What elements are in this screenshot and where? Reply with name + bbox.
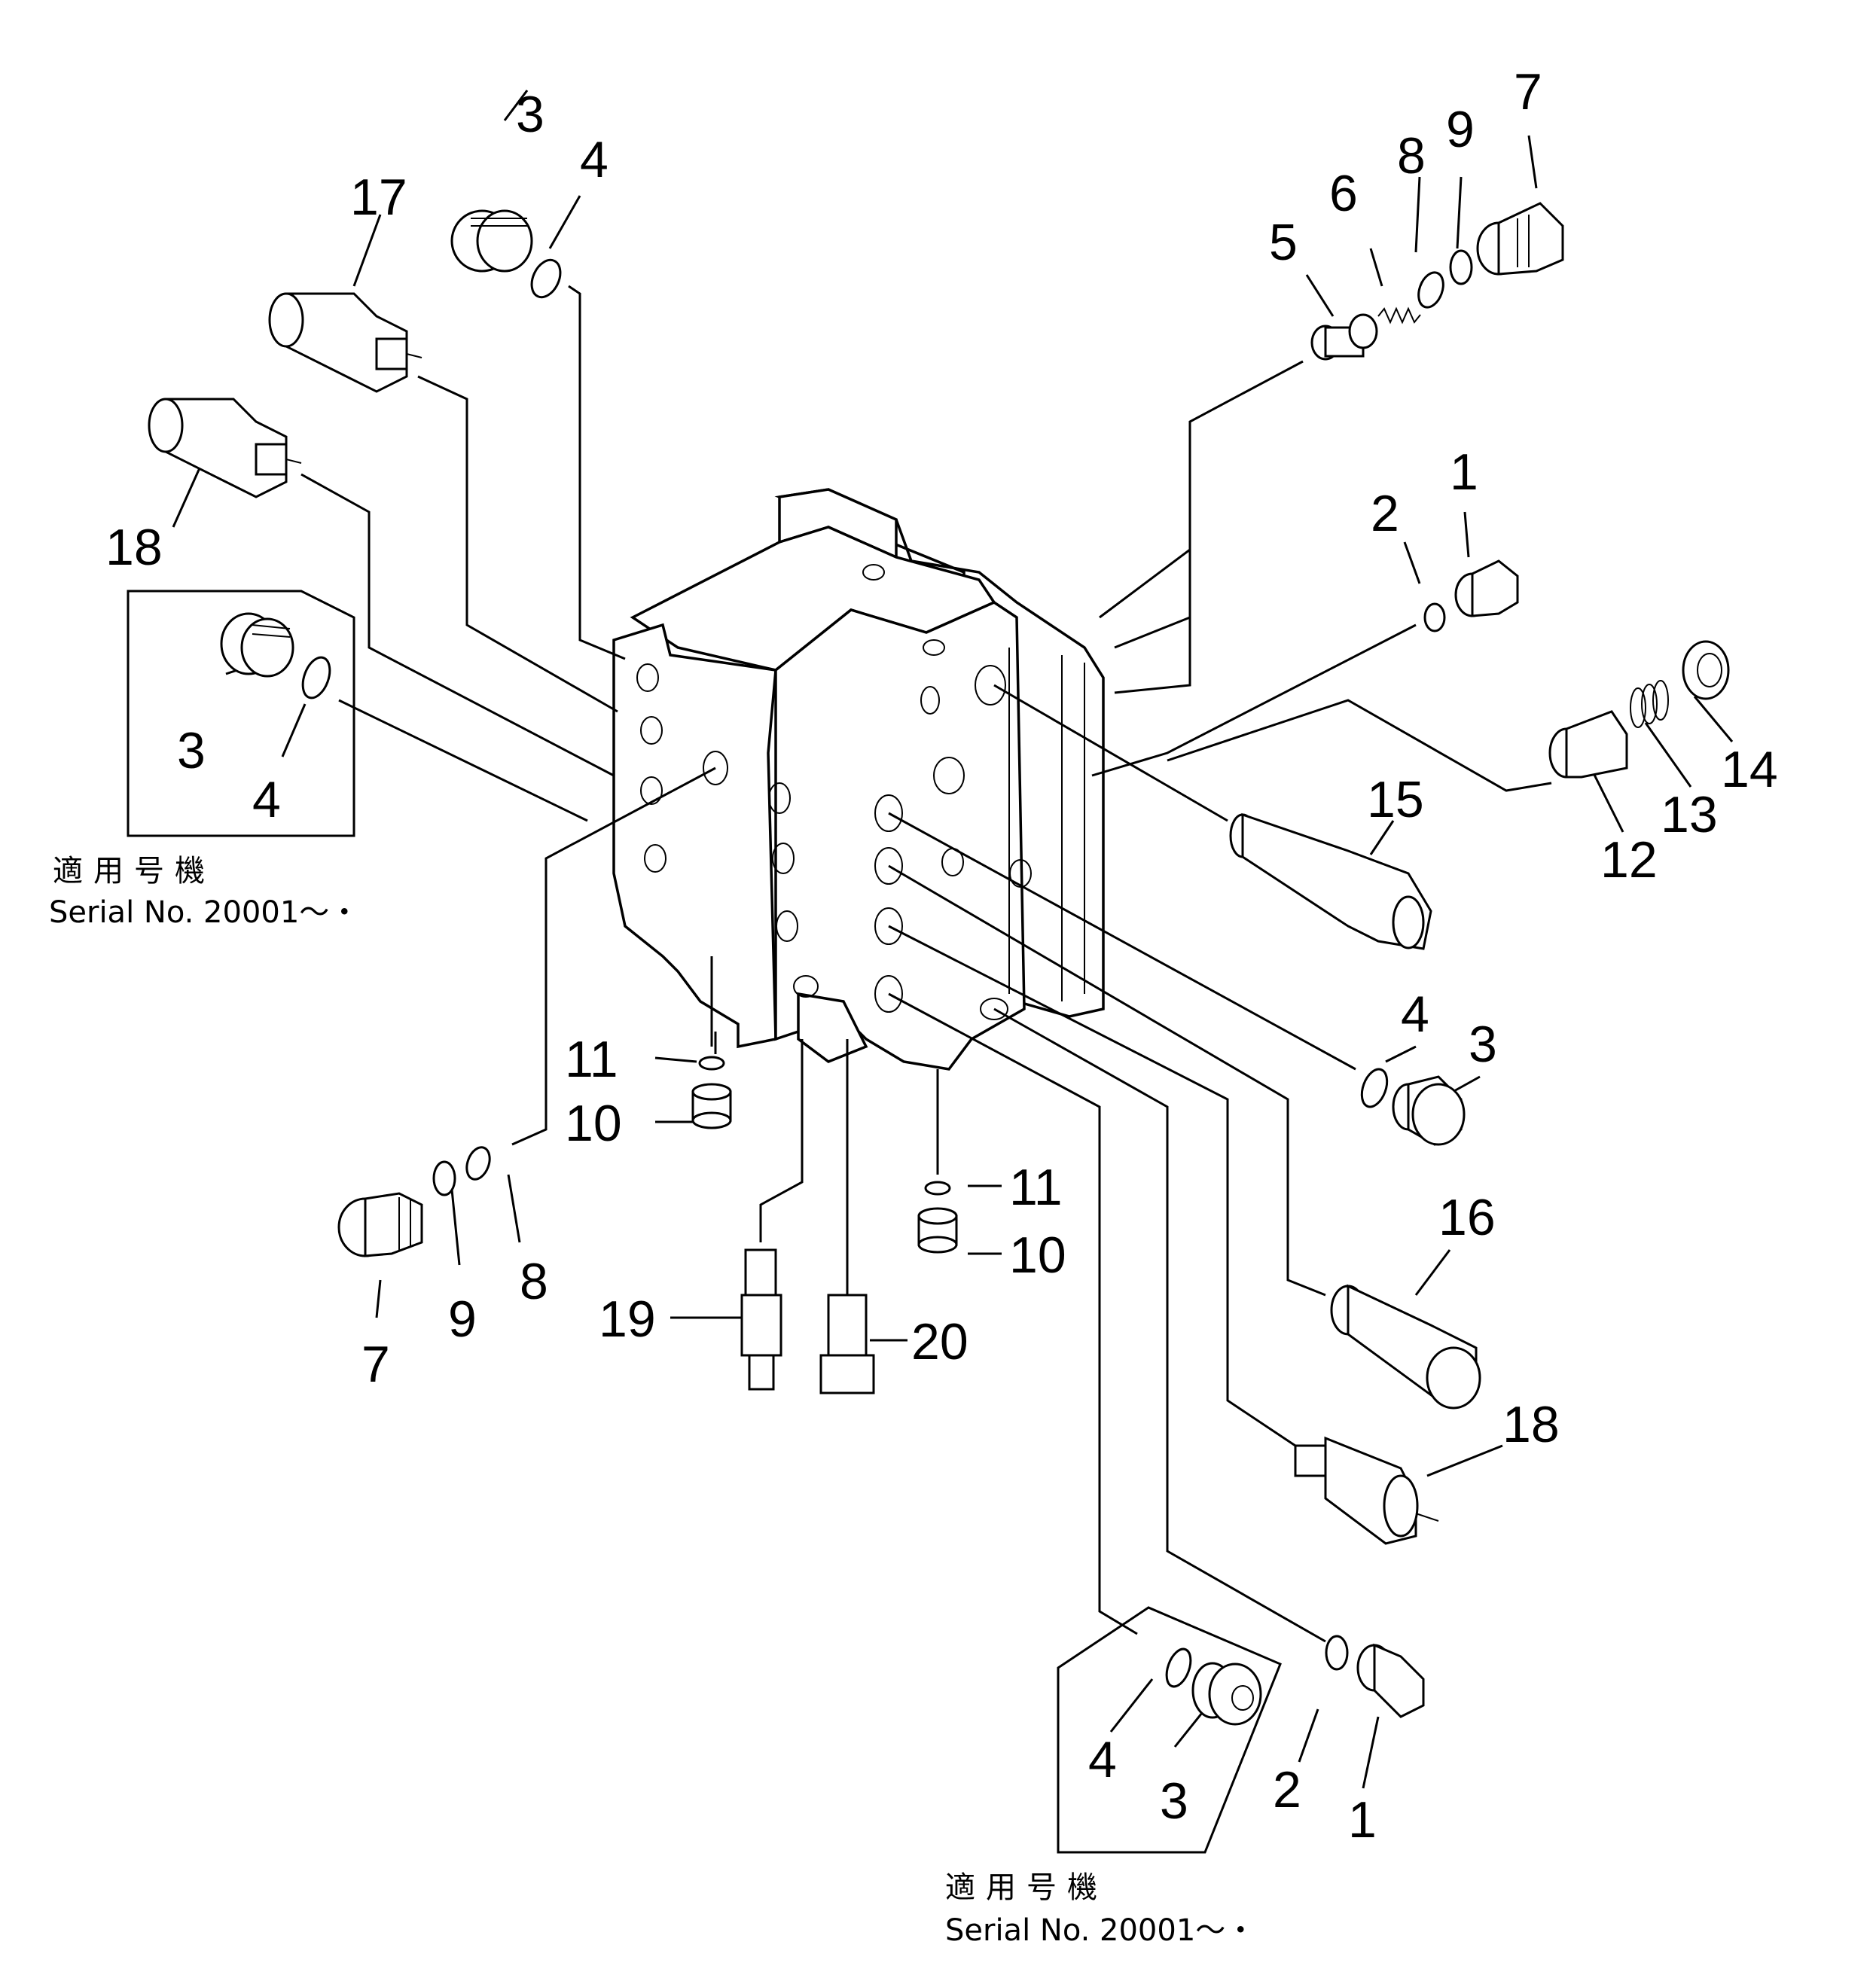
- label-3-top: 3: [516, 86, 544, 143]
- serial-note-box-left: [127, 590, 355, 837]
- label-18-right: 18: [1502, 1396, 1560, 1453]
- label-3-right: 3: [1469, 1016, 1497, 1073]
- sensor-19: [740, 1248, 782, 1391]
- plug-3-top: [450, 209, 533, 273]
- label-12: 12: [1600, 831, 1658, 888]
- label-13: 13: [1661, 786, 1718, 843]
- valve-17: [268, 292, 422, 393]
- part-number-labels: 3 4 17 18 3 4 5 6 8 9 7 2 1 14 13 12 15 …: [105, 63, 1778, 1849]
- note-bottom-serial: Serial No. 20001～・: [945, 1913, 1255, 1948]
- valve-15: [1229, 812, 1432, 950]
- plug-3-box-left: [220, 612, 294, 678]
- note-left-serial: Serial No. 20001～・: [49, 895, 359, 930]
- label-4-box-left: 4: [252, 771, 281, 828]
- o-ring-4-box-left: [301, 656, 331, 699]
- label-3-box-bottom: 3: [1160, 1772, 1188, 1830]
- poppet-5: [1310, 313, 1378, 361]
- label-9-top: 9: [1446, 101, 1475, 158]
- o-ring-4-top: [530, 258, 562, 299]
- label-16: 16: [1438, 1189, 1496, 1246]
- label-18-left: 18: [105, 519, 163, 576]
- label-3-box-left: 3: [177, 722, 206, 779]
- plug-3-box-bottom: [1191, 1662, 1262, 1726]
- o-ring-11-left: [698, 1056, 725, 1071]
- serial-note-bottom: 適用号機 Serial No. 20001～・: [945, 1870, 1255, 1948]
- spring-6: [1377, 306, 1421, 325]
- o-ring-8-top: [1417, 271, 1444, 309]
- plug-3-right: [1392, 1075, 1466, 1146]
- plug-1-right: [1454, 559, 1519, 617]
- label-15: 15: [1367, 771, 1424, 828]
- valve-18-right: [1294, 1436, 1439, 1545]
- o-ring-4-right: [1360, 1068, 1389, 1108]
- spring-13: [1630, 680, 1669, 728]
- note-bottom-jp: 適用号機: [945, 1870, 1108, 1905]
- serial-note-left: 適用号機 Serial No. 20001～・: [49, 854, 359, 930]
- label-8-bottom: 8: [520, 1253, 548, 1310]
- label-10-mid: 10: [1009, 1227, 1066, 1284]
- label-20: 20: [911, 1313, 969, 1370]
- plug-7-bottom: [337, 1192, 423, 1257]
- label-7-top: 7: [1514, 63, 1542, 120]
- o-ring-8-bottom: [465, 1146, 491, 1181]
- label-2-right: 2: [1371, 485, 1399, 542]
- label-4-right: 4: [1401, 986, 1429, 1043]
- label-6: 6: [1329, 165, 1358, 222]
- label-9-bottom: 9: [448, 1291, 477, 1348]
- control-valve-body: [612, 488, 1105, 1071]
- valve-18-left: [148, 398, 302, 498]
- label-4-top: 4: [580, 131, 609, 188]
- o-ring-2-right: [1423, 602, 1446, 632]
- label-7-bottom: 7: [361, 1336, 390, 1393]
- washer-9-top: [1449, 249, 1473, 285]
- label-10-left: 10: [565, 1095, 622, 1152]
- plug-16: [1330, 1284, 1481, 1410]
- plug-10-left: [691, 1083, 732, 1129]
- plug-10-mid: [917, 1207, 958, 1254]
- note-left-jp: 適用号機: [53, 854, 215, 888]
- label-11-mid: 11: [1009, 1159, 1063, 1216]
- label-19: 19: [599, 1291, 656, 1348]
- washer-9-bottom: [432, 1160, 456, 1196]
- plug-14: [1682, 640, 1730, 700]
- o-ring-4-box-bottom: [1165, 1647, 1192, 1688]
- label-4-box-bottom: 4: [1088, 1731, 1117, 1788]
- serial-note-box-bottom: [1057, 1606, 1282, 1854]
- label-17: 17: [350, 169, 407, 226]
- leader-lines: [172, 90, 1734, 1789]
- label-5: 5: [1269, 214, 1298, 271]
- o-ring-2-bottom: [1325, 1635, 1349, 1671]
- o-ring-11-mid: [924, 1181, 951, 1196]
- plug-7-top: [1476, 202, 1564, 276]
- label-1-bottom: 1: [1348, 1791, 1377, 1849]
- label-14: 14: [1721, 741, 1778, 798]
- plug-1-bottom: [1356, 1643, 1425, 1718]
- label-2-bottom: 2: [1273, 1761, 1301, 1818]
- label-11-left: 11: [565, 1031, 618, 1088]
- label-8-top: 8: [1397, 127, 1426, 184]
- sleeve-12: [1548, 710, 1628, 779]
- fitting-20: [819, 1294, 875, 1394]
- label-1-right: 1: [1450, 443, 1478, 501]
